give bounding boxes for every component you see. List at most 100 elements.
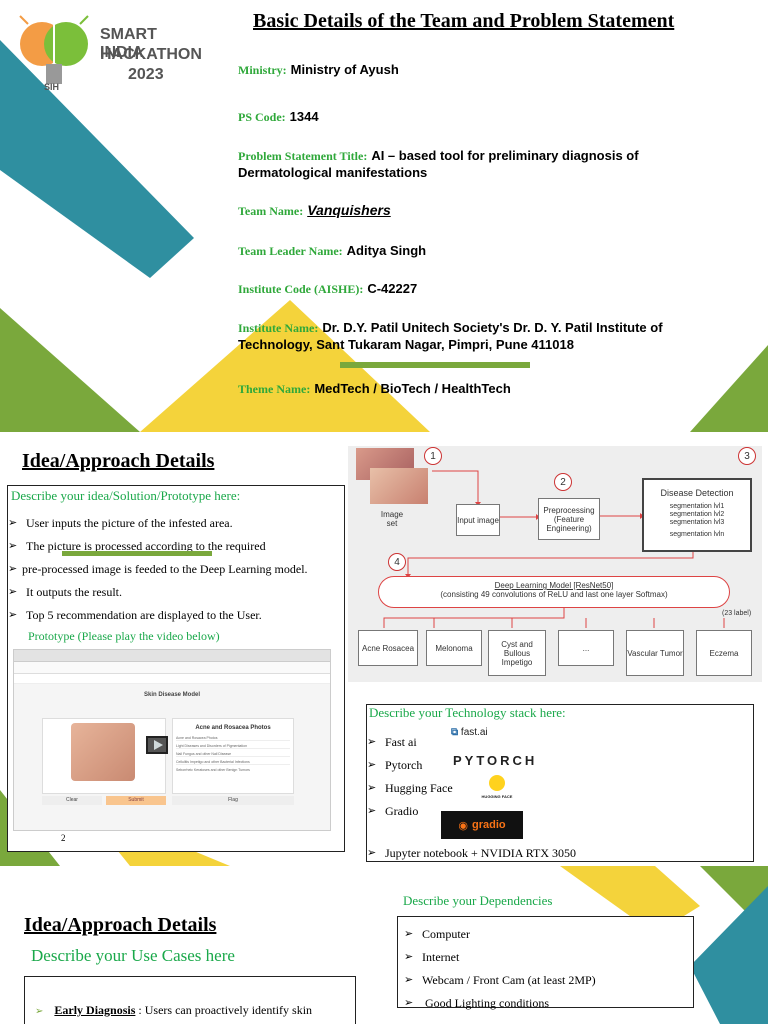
use-case-text: : Users can proactively identify skin <box>138 1003 313 1017</box>
ministry-value: Ministry of Ayush <box>290 62 399 77</box>
tech-item: Jupyter notebook + NVIDIA RTX 3050 <box>367 845 576 861</box>
step-number: 1 <box>424 447 442 465</box>
clear-button[interactable]: Clear <box>42 796 102 805</box>
flow-arrows <box>383 470 725 628</box>
hugging-face-icon <box>489 775 505 791</box>
ps-code-row: PS Code: 1344 <box>238 108 319 126</box>
institute-name-value-1: Dr. D.Y. Patil Unitech Society's Dr. D. … <box>322 320 663 335</box>
dl-model-subtitle: (consisting 49 convolutions of ReLU and … <box>440 590 668 599</box>
segmentation-line: segmentation lvl2 <box>669 511 725 518</box>
team-leader-label: Team Leader Name: <box>238 244 343 258</box>
dependencies-label: Describe your Dependencies <box>403 893 553 908</box>
ps-code-label: PS Code: <box>238 110 286 124</box>
idea-bullet-text: The picture is processed according to th… <box>26 539 266 553</box>
app-title: Skin Disease Model <box>143 692 201 698</box>
use-case-item: ➢ Early Diagnosis : Users can proactivel… <box>35 1003 312 1018</box>
idea-bullets: User inputs the picture of the infested … <box>8 512 343 627</box>
skin-image-2 <box>370 468 428 504</box>
gradio-icon: ◉ <box>458 819 468 832</box>
theme-value: MedTech / BioTech / HealthTech <box>314 381 511 396</box>
slide1-decorative-shapes <box>0 40 768 432</box>
page-number: 2 <box>61 833 66 843</box>
idea-bullet-text: pre-processed image is feeded to the Dee… <box>22 562 308 576</box>
dependencies-list: Computer Internet Webcam / Front Cam (at… <box>404 923 596 1015</box>
dependency-item: Good Lighting conditions <box>404 992 596 1015</box>
input-panel <box>42 718 166 794</box>
face-image <box>71 723 135 781</box>
tech-item: Gradio <box>367 800 453 823</box>
team-name-label: Team Name: <box>238 204 304 218</box>
segmentation-line: segmentation lvl3 <box>669 519 725 526</box>
class-box: Eczema <box>696 630 752 676</box>
team-leader-value: Aditya Singh <box>346 243 427 258</box>
institute-code-label: Institute Code (AISHE): <box>238 282 364 296</box>
idea-describe-label: Describe your idea/Solution/Prototype he… <box>11 488 241 503</box>
idea-bullet: The picture is processed according to th… <box>8 535 343 558</box>
sih-logo: SIH SMART INDIA HACKATHON 2023 <box>14 6 204 96</box>
class-box: ... <box>558 630 614 666</box>
class-box: Melonoma <box>426 630 482 666</box>
flag-button[interactable]: Flag <box>172 796 294 805</box>
result-panel: Acne and Rosacea Photos Acne and Rosacea… <box>172 718 294 794</box>
prototype-video[interactable]: Skin Disease Model Clear Submit Acne and… <box>13 649 331 831</box>
step-number: 4 <box>388 553 406 571</box>
dependencies-box: Computer Internet Webcam / Front Cam (at… <box>397 916 694 1015</box>
prototype-label: Prototype (Please play the video below) <box>28 629 220 643</box>
hugging-face-logo-text: HUGGING FACE <box>481 794 513 799</box>
institute-name-row: Institute Name: Dr. D.Y. Patil Unitech S… <box>238 319 758 352</box>
preprocessing-box: Preprocessing (Feature Engineering) <box>538 498 600 540</box>
tech-list: Fast ai Pytorch Hugging Face Gradio <box>367 731 453 823</box>
ps-code-value: 1344 <box>289 109 319 124</box>
dependency-item: Computer <box>404 923 596 946</box>
result-row: Acne and Rosacea Photos <box>176 736 290 741</box>
theme-label: Theme Name: <box>238 382 311 396</box>
submit-button[interactable]: Submit <box>106 796 166 805</box>
pytorch-logo: PYTORCH <box>453 753 538 768</box>
fastai-mark-icon: ⧉ <box>451 727 459 738</box>
label-count: (23 label) <box>722 610 752 617</box>
logo-line2: HACKATHON <box>100 46 202 63</box>
input-image-box: Input image <box>456 504 500 536</box>
ps-title-row: Problem Statement Title: AI – based tool… <box>238 147 738 180</box>
ps-title-value-1: AI – based tool for preliminary diagnosi… <box>371 148 639 163</box>
theme-row: Theme Name: MedTech / BioTech / HealthTe… <box>238 380 511 398</box>
use-cases-box: ➢ Early Diagnosis : Users can proactivel… <box>24 976 356 1024</box>
tech-stack-box: Describe your Technology stack here: Fas… <box>366 704 754 862</box>
slide1-title: Basic Details of the Team and Problem St… <box>253 10 675 32</box>
ps-title-label: Problem Statement Title: <box>238 149 368 163</box>
tech-item: Hugging Face <box>367 777 453 800</box>
use-case-title: Early Diagnosis <box>54 1003 136 1017</box>
image-set-label: Image set <box>380 510 404 528</box>
slide-2: Idea/Approach Details Describe your idea… <box>0 434 768 866</box>
ministry-row: Ministry: Ministry of Ayush <box>238 61 399 79</box>
green-divider <box>340 362 530 368</box>
class-box: Vascular Tumor <box>626 630 684 676</box>
ministry-label: Ministry: <box>238 63 287 77</box>
browser-toolbar <box>14 662 330 674</box>
tech-item: Pytorch <box>367 754 453 777</box>
dependency-item: Webcam / Front Cam (at least 2MP) <box>404 969 596 992</box>
tech-list-extra: Jupyter notebook + NVIDIA RTX 3050 <box>367 845 576 861</box>
dl-model-box: Deep Learning Model [ResNet50] (consisti… <box>378 576 730 608</box>
fastai-logo: ⧉ fast.ai <box>451 727 488 738</box>
gradio-logo: ◉ gradio <box>441 811 523 839</box>
browser-bar <box>14 650 330 662</box>
idea-box: Describe your idea/Solution/Prototype he… <box>7 485 345 852</box>
play-icon[interactable] <box>146 736 168 754</box>
idea-bullet: It outputs the result. <box>8 581 343 604</box>
institute-name-value-2: Technology, Sant Tukaram Nagar, Pimpri, … <box>238 337 574 352</box>
slide3-heading: Idea/Approach Details <box>24 914 217 936</box>
hugging-face-logo: HUGGING FACE <box>477 775 517 799</box>
gradio-logo-text: gradio <box>471 819 506 831</box>
team-leader-row: Team Leader Name: Aditya Singh <box>238 242 426 260</box>
arrow-bullet-icon: ➢ <box>35 1006 44 1017</box>
dl-model-title: Deep Learning Model [ResNet50] <box>494 581 614 590</box>
disease-detection-box: Disease Detection segmentation lvl1 segm… <box>642 478 752 552</box>
step-number: 3 <box>738 447 756 465</box>
slide-3: Idea/Approach Details Describe your Use … <box>0 866 768 1024</box>
institute-name-label: Institute Name: <box>238 321 319 335</box>
result-title: Acne and Rosacea Photos <box>195 725 271 731</box>
step-number: 2 <box>554 473 572 491</box>
segmentation-line: segmentation lvln <box>669 531 725 538</box>
logo-line1: SMART INDIA <box>100 26 157 61</box>
